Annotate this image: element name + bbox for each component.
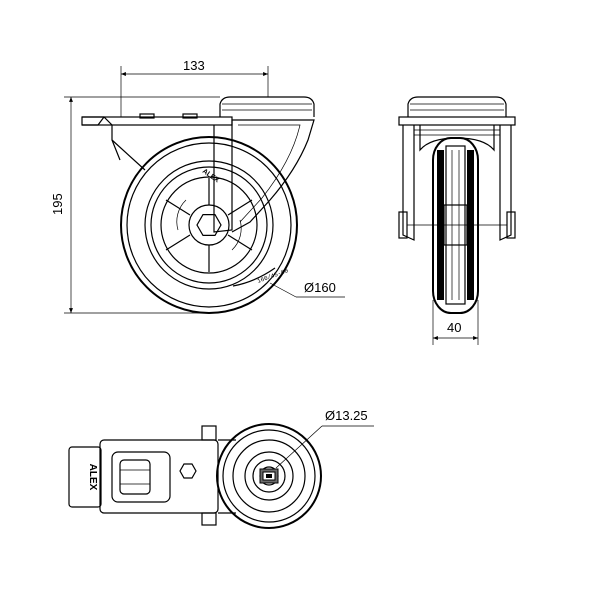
- top-wheel-outer: [216, 423, 322, 529]
- tire-band: [232, 267, 276, 287]
- rim-outer: [150, 166, 268, 284]
- dimension-label-40: 40: [447, 320, 461, 335]
- brake-lever: [111, 139, 146, 171]
- fork-logo: ALEX: [201, 168, 221, 185]
- top-wheel-inner: [232, 439, 306, 513]
- fork-inner-edge: [238, 124, 301, 223]
- rim-inner: [160, 176, 258, 274]
- top-nut: [179, 463, 197, 479]
- leader-line: [269, 282, 297, 298]
- side-view: 160/45-60 ALEX 133 195 Ø160: [50, 58, 345, 314]
- top-hub-outer: [244, 451, 294, 501]
- front-tire: [432, 137, 479, 314]
- plate-nut: [182, 113, 198, 119]
- dimension-wheel-width: 40: [432, 300, 479, 345]
- dimension-top-width: 133: [120, 58, 269, 117]
- dimension-label-160: Ø160: [304, 280, 336, 295]
- rim-spokes: [165, 178, 253, 272]
- tire-sidewall-left: [437, 150, 444, 300]
- tire-tread: [126, 142, 292, 308]
- dimension-label-13-25: Ø13.25: [325, 408, 368, 423]
- front-view: 40: [398, 96, 516, 345]
- axle-nut: [196, 214, 222, 236]
- fork-leg-right: [499, 125, 512, 241]
- brake-plate: [68, 446, 102, 508]
- top-wheel-ring: [222, 429, 316, 523]
- tire-outer: [120, 136, 298, 314]
- pedal-inner: [119, 459, 151, 495]
- dimension-height: 195: [50, 96, 220, 314]
- brake-pedal: [82, 116, 121, 161]
- tire-inner: [144, 160, 274, 290]
- bore-square: [259, 468, 279, 484]
- bore-center: [266, 474, 272, 478]
- dimension-label-133: 133: [183, 58, 205, 73]
- fork-bridge: [414, 129, 500, 136]
- dimension-label-195: 195: [50, 193, 65, 215]
- swivel-head: [219, 96, 315, 117]
- rim-profile: [445, 145, 466, 305]
- rim-ribs: [176, 199, 242, 251]
- side-wheel: 160/45-60 ALEX: [120, 136, 298, 314]
- hub: [188, 204, 230, 246]
- pedal-recess: [111, 451, 171, 503]
- top-axle-stub: [201, 512, 217, 526]
- front-swivel-head: [407, 96, 507, 117]
- hub-profile: [443, 204, 468, 246]
- top-logo: ALEX: [87, 464, 98, 491]
- brake-pedal-edge: [82, 116, 105, 126]
- top-axle-stub: [201, 425, 217, 441]
- fork-leg-left: [402, 125, 415, 241]
- dimension-wheel-diameter: Ø160: [269, 280, 345, 298]
- dimension-bore-diameter: Ø13.25: [275, 408, 374, 469]
- fork-offset: [231, 119, 315, 233]
- top-hub: [252, 459, 286, 493]
- fork-leg: [213, 125, 233, 233]
- front-top-plate: [398, 116, 516, 126]
- leader-line: [275, 425, 323, 469]
- tire-sidewall-right: [467, 150, 474, 300]
- plate-nut: [139, 113, 155, 119]
- top-view: ALEX Ø13.25: [68, 408, 374, 529]
